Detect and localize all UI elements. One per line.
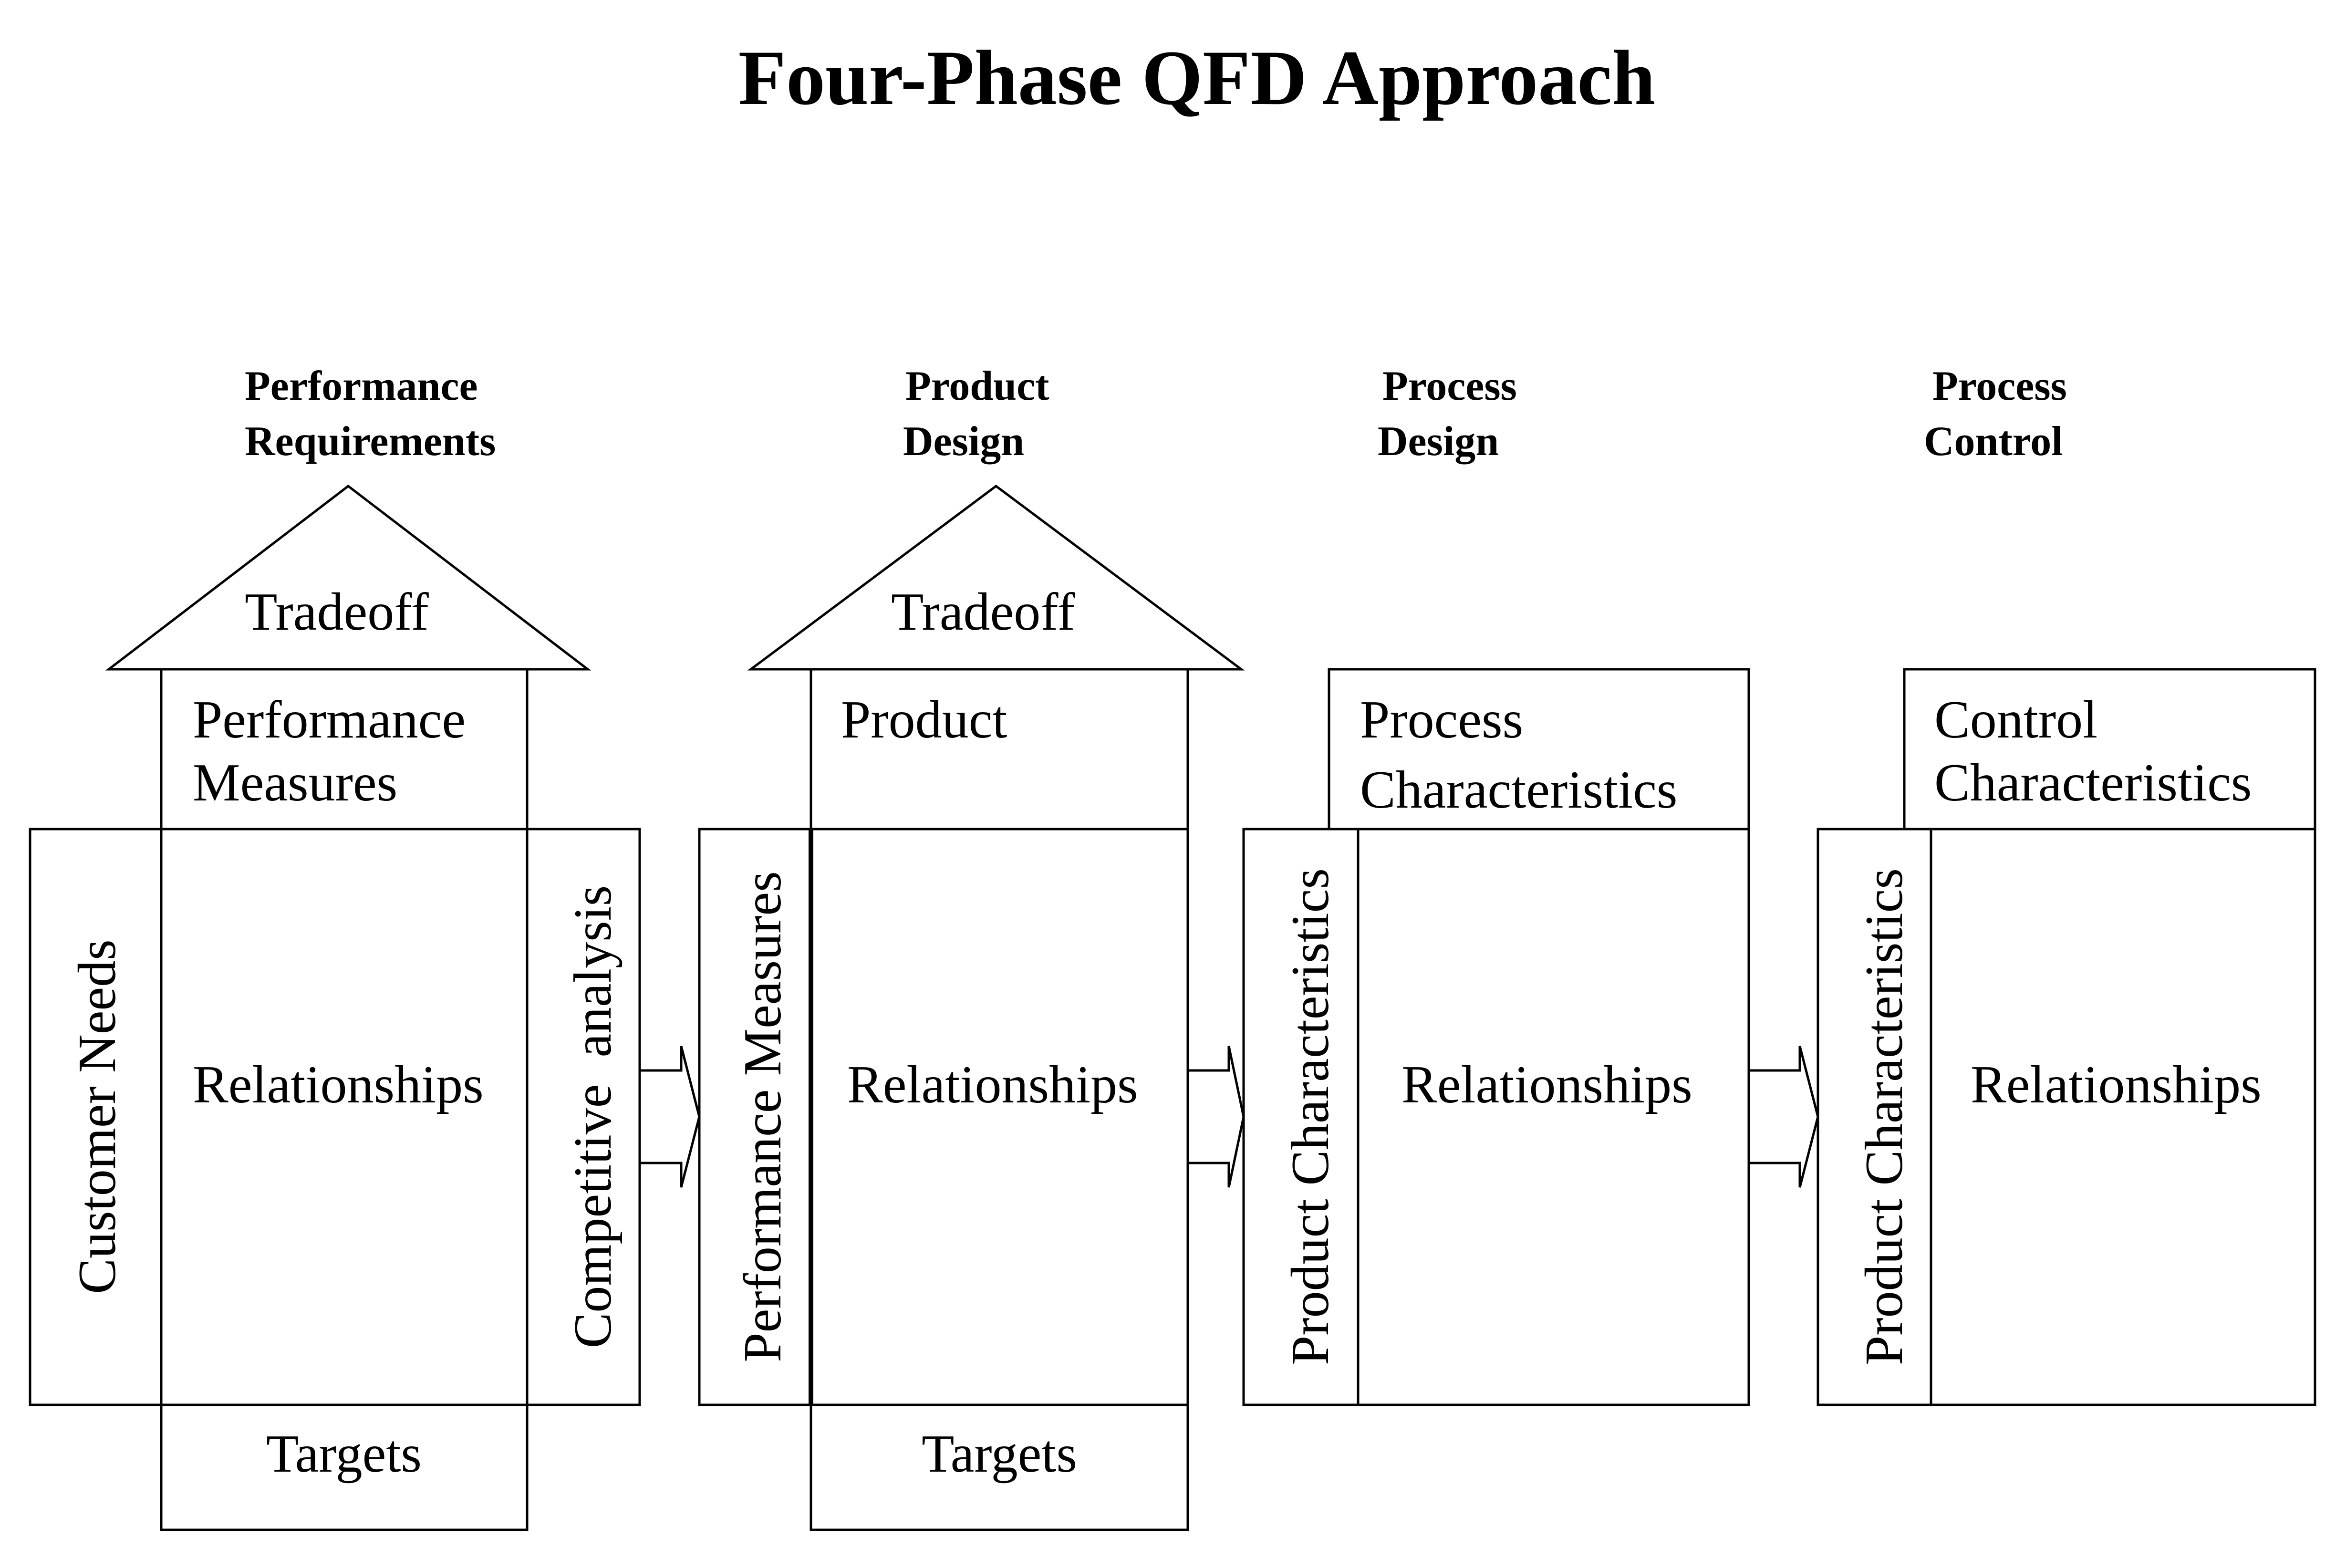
svg-text:Performance: Performance [245, 363, 478, 409]
svg-text:Targets: Targets [266, 1424, 422, 1484]
svg-text:Product: Product [905, 363, 1049, 409]
phase-4-heading: Process Control [1924, 363, 2067, 465]
svg-text:Characteristics: Characteristics [1934, 753, 2252, 812]
phase-2-roof [747, 484, 1245, 671]
phase-1-bottom-box [160, 1403, 529, 1531]
svg-text:Process: Process [1932, 363, 2067, 409]
phase-2-house: Tradeoff Product Performance Measures Re… [698, 484, 1245, 1531]
svg-text:Control: Control [1934, 690, 2097, 749]
phase-1-heading: Performance Requirements [245, 363, 496, 465]
svg-text:Performance: Performance [193, 690, 466, 749]
phase-3-heading: Process Design [1378, 363, 1517, 465]
phase-2-heading: Product Design [903, 363, 1049, 465]
svg-text:Targets: Targets [922, 1424, 1077, 1484]
phase-3-house: Process Characteristics Product Characte… [1242, 668, 1750, 1406]
svg-text:Product: Product [841, 690, 1007, 749]
diagram-title: Four-Phase QFD Approach [738, 35, 1656, 121]
phase-1-center-label: Relationships [193, 1055, 484, 1114]
arrow-icon [1186, 1046, 1245, 1188]
phase-2-bottom-box [810, 1403, 1189, 1531]
svg-text:Design: Design [903, 418, 1024, 465]
phase-1-right-label: Competitive analysis [563, 885, 623, 1349]
arrow-icon [638, 1046, 701, 1188]
phase-2-roof-label: Tradeoff [891, 582, 1075, 642]
phase-3-side-label: Product Characteristics [1281, 868, 1340, 1365]
svg-text:Process: Process [1360, 690, 1523, 749]
phase-4-center-label: Relationships [1971, 1055, 2262, 1114]
arrow-icon [1747, 1046, 1819, 1188]
phase-1-side-label: Customer Needs [68, 939, 127, 1294]
phase-1-roof [105, 484, 592, 671]
svg-text:Measures: Measures [193, 753, 397, 812]
svg-text:Control: Control [1924, 418, 2063, 465]
phase-1-roof-label: Tradeoff [245, 582, 429, 642]
svg-text:Design: Design [1378, 418, 1499, 465]
phase-3-center-label: Relationships [1401, 1055, 1692, 1114]
svg-text:Requirements: Requirements [245, 418, 496, 465]
svg-text:Process: Process [1382, 363, 1517, 409]
phase-2-side-label: Performance Measures [733, 871, 792, 1362]
phase-4-side-label: Product Characteristics [1855, 868, 1914, 1365]
phase-4-main-box [1817, 828, 2316, 1406]
phase-2-center-label: Relationships [847, 1055, 1138, 1114]
phase-4-house: Control Characteristics Product Characte… [1817, 668, 2316, 1406]
phase-1-house: Tradeoff Performance Measures Customer N… [29, 484, 641, 1531]
svg-text:Characteristics: Characteristics [1360, 760, 1678, 820]
